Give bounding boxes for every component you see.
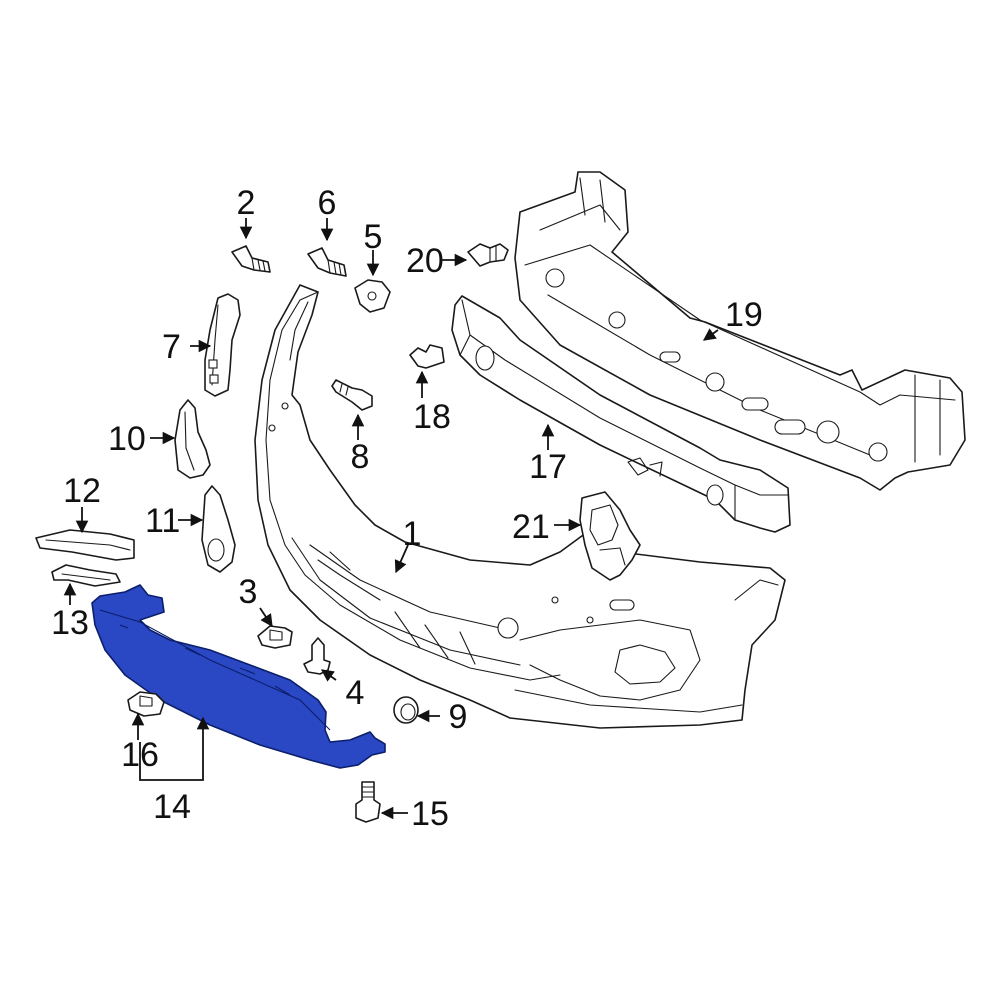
part-5-clip[interactable]	[354, 279, 391, 313]
callout-16: 16	[121, 736, 159, 774]
callout-14: 14	[153, 788, 191, 826]
callout-9: 9	[449, 698, 468, 736]
callout-2: 2	[237, 184, 256, 222]
part-12-bracket[interactable]	[35, 529, 135, 561]
part-4-clip[interactable]	[303, 637, 331, 675]
callout-7: 7	[162, 328, 181, 366]
part-18-bolt[interactable]	[409, 344, 445, 369]
part-7-side-bracket[interactable]	[204, 293, 241, 397]
part-6-bolt[interactable]	[307, 247, 347, 277]
callout-18: 18	[413, 398, 451, 436]
part-2-bolt[interactable]	[231, 245, 271, 273]
part-20-bolt[interactable]	[467, 243, 509, 267]
callout-21: 21	[512, 508, 550, 546]
callout-6: 6	[318, 184, 337, 222]
callout-10: 10	[108, 420, 146, 458]
part-15-bolt[interactable]	[355, 781, 381, 823]
callout-15: 15	[411, 795, 449, 833]
part-8-bolt[interactable]	[331, 379, 373, 411]
part-10-garnish[interactable]	[174, 399, 211, 479]
callout-12: 12	[63, 472, 101, 510]
callout-20: 20	[406, 242, 444, 280]
part-17-energy-absorber[interactable]	[451, 295, 791, 533]
part-19-reinforcement-beam[interactable]	[514, 171, 966, 491]
part-14-splash-shield[interactable]	[91, 584, 386, 769]
callout-1: 1	[403, 515, 422, 553]
callout-5: 5	[364, 218, 383, 256]
callout-3: 3	[239, 573, 258, 611]
leader-lines	[63, 218, 719, 820]
part-11-bezel[interactable]	[201, 485, 236, 573]
part-13-bracket[interactable]	[51, 564, 121, 587]
callout-4: 4	[346, 674, 365, 712]
part-16-nut[interactable]	[127, 691, 165, 717]
callout-11: 11	[145, 502, 180, 540]
callout-labels: 2 6 5 20 19 7 18 10 8 17 12 11 21 1 3 13…	[51, 184, 763, 833]
callout-13: 13	[51, 604, 89, 642]
callout-19: 19	[725, 296, 763, 334]
part-3-nut[interactable]	[257, 625, 293, 649]
callout-8: 8	[351, 438, 370, 476]
callout-17: 17	[529, 448, 567, 486]
part-9-clip[interactable]	[393, 696, 419, 724]
part-1-bumper-cover[interactable]	[254, 284, 786, 729]
part-21-bracket[interactable]	[579, 491, 641, 581]
